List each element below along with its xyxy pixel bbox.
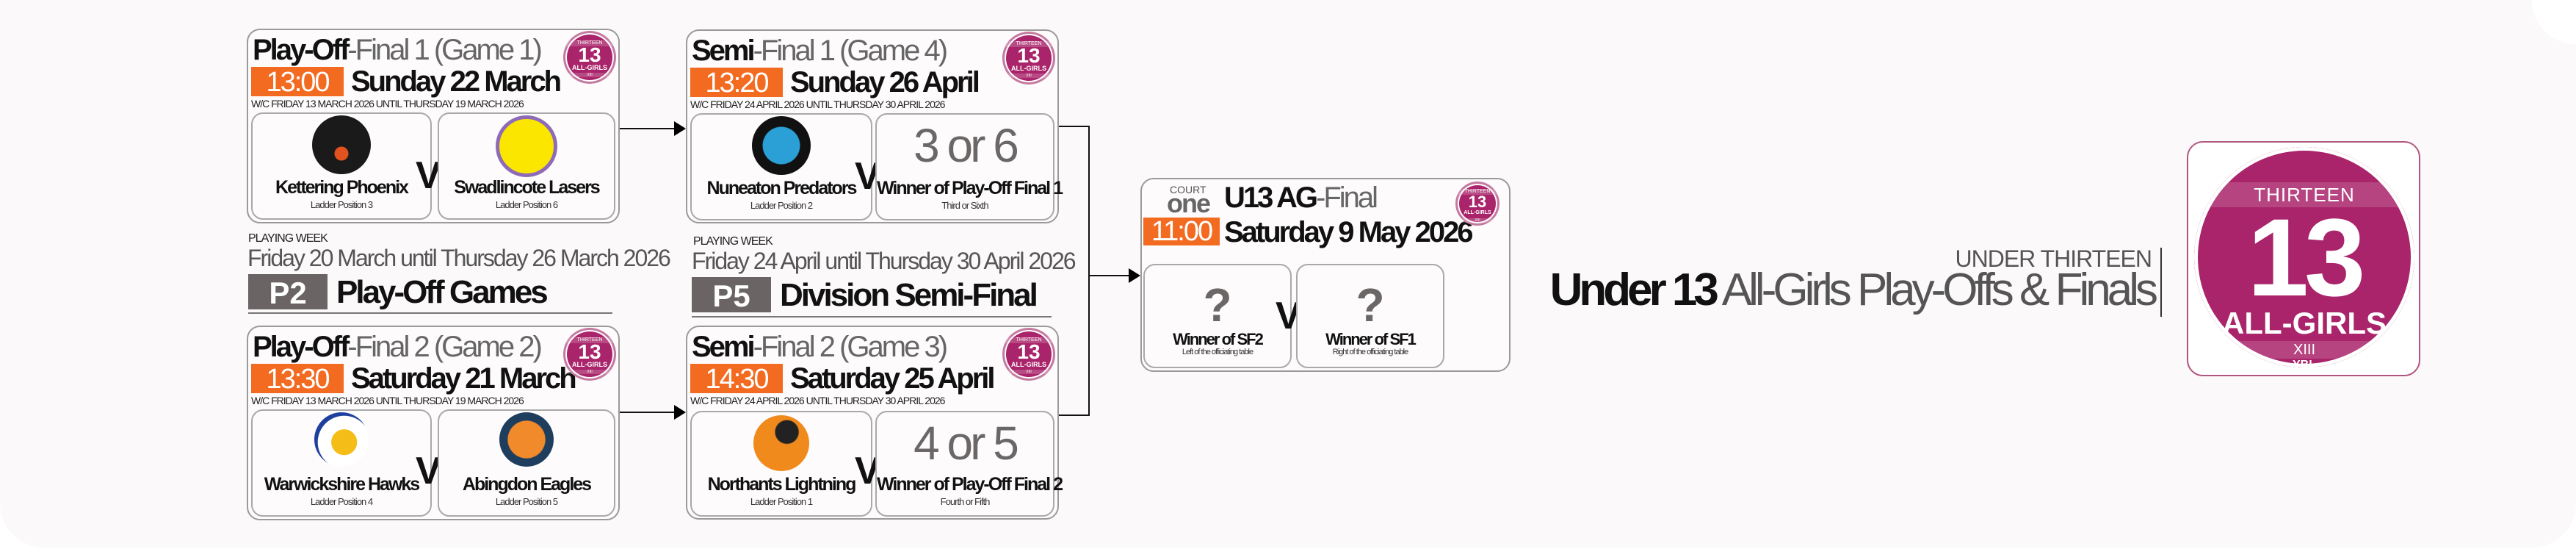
match-title: U13 AG-Final	[1224, 182, 1378, 214]
page-title: Under 13 All-Girls Play-Offs & Finals	[1549, 265, 2158, 315]
week-commencing: W/C FRIDAY 13 MARCH 2026 UNTIL THURSDAY …	[251, 98, 524, 110]
week-code: P5	[692, 277, 771, 313]
kettering-phoenix-logo-icon	[312, 115, 371, 174]
match-card-semi-final-2[interactable]: Semi-Final 2 (Game 3) 14:30 Saturday 25 …	[686, 326, 1063, 520]
playing-week-range: Friday 24 April until Thursday 30 April …	[692, 248, 1077, 274]
home-team[interactable]: Northants Lightning Ladder Position 1	[690, 411, 872, 517]
header-divider	[2160, 248, 2162, 317]
week-name: Play-Off Games	[336, 274, 549, 310]
match-time: 13:00	[251, 67, 344, 98]
home-team[interactable]: ? Winner of SF2 Left of the officiating …	[1143, 264, 1292, 368]
match-title: Play-Off-Final 1 (Game 1)	[253, 34, 543, 66]
match-time: 13:20	[690, 68, 783, 98]
home-team[interactable]: Nuneaton Predators Ladder Position 2	[690, 113, 872, 220]
away-team[interactable]: 3 or 6 Winner of Play-Off Final 1 Third …	[875, 113, 1063, 220]
connector-line	[1059, 126, 1090, 127]
division-logo-card: THIRTEEN 13 ALL-GIRLS XIII YBL	[2187, 141, 2420, 376]
match-title: Semi-Final 2 (Game 3)	[692, 331, 948, 363]
header-subtitle: UNDER THIRTEEN	[1955, 245, 2152, 272]
match-date: Sunday 26 April	[790, 66, 980, 98]
away-team[interactable]: Abingdon Eagles Ladder Position 5	[438, 409, 615, 517]
away-team[interactable]: 4 or 5 Winner of Play-Off Final 2 Fourth…	[875, 411, 1063, 517]
away-team[interactable]: Swadlincote Lasers Ladder Position 6	[438, 112, 615, 220]
unknown-team-icon: ?	[1356, 279, 1385, 331]
playing-week-range: Friday 20 March until Thursday 26 March …	[247, 245, 671, 271]
match-time: 14:30	[690, 364, 783, 395]
unknown-team-icon: ?	[1203, 279, 1232, 331]
connector-line	[620, 412, 674, 413]
playing-week-label: PLAYING WEEK	[248, 232, 328, 245]
match-time: 11:00	[1143, 218, 1220, 245]
match-time: 13:30	[251, 364, 344, 395]
connector-line	[1059, 415, 1090, 416]
connector-line	[1088, 126, 1090, 416]
court-number: one	[1167, 188, 1211, 218]
week-name: Division Semi-Final	[780, 277, 1038, 313]
swadlincote-lasers-logo-icon	[496, 115, 557, 177]
match-card-semi-final-1[interactable]: Semi-Final 1 (Game 4) 13:20 Sunday 26 Ap…	[686, 29, 1063, 223]
arrow-right-icon	[674, 405, 686, 420]
playing-week-label: PLAYING WEEK	[693, 235, 773, 248]
seed-placeholder: 4 or 5	[913, 417, 1019, 470]
divider	[692, 316, 1052, 317]
match-date: Saturday 25 April	[790, 362, 996, 395]
match-title: Play-Off-Final 2 (Game 2)	[253, 331, 543, 363]
all-girls-13-logo-icon: THIRTEEN 13 ALL-GIRLS XIII YBL	[2194, 147, 2414, 371]
match-date: Saturday 9 May 2026	[1224, 216, 1474, 248]
away-team[interactable]: ? Winner of SF1 Right of the officiating…	[1296, 264, 1444, 368]
northants-lightning-logo-icon	[753, 415, 809, 471]
seed-placeholder: 3 or 6	[913, 119, 1019, 172]
week-commencing: W/C FRIDAY 24 APRIL 2026 UNTIL THURSDAY …	[690, 395, 945, 406]
week-code: P2	[248, 274, 328, 310]
week-commencing: W/C FRIDAY 24 APRIL 2026 UNTIL THURSDAY …	[690, 98, 945, 110]
abingdon-eagles-logo-icon	[499, 412, 554, 467]
warwickshire-hawks-logo-icon	[314, 412, 369, 467]
connector-line	[1088, 275, 1129, 276]
match-date: Saturday 21 March	[351, 362, 577, 395]
week-commencing: W/C FRIDAY 13 MARCH 2026 UNTIL THURSDAY …	[251, 395, 524, 406]
match-card-final[interactable]: COURT one 11:00 U13 AG-Final Saturday 9 …	[1140, 178, 1510, 372]
match-card-playoff-final-2[interactable]: Play-Off-Final 2 (Game 2) 13:30 Saturday…	[247, 326, 620, 520]
match-title: Semi-Final 1 (Game 4)	[692, 35, 948, 67]
match-card-playoff-final-1[interactable]: Play-Off-Final 1 (Game 1) 13:00 Sunday 2…	[247, 29, 620, 223]
home-team[interactable]: Warwickshire Hawks Ladder Position 4	[251, 409, 432, 517]
match-date: Sunday 22 March	[351, 65, 562, 98]
arrow-right-icon	[1129, 268, 1140, 283]
arrow-right-icon	[674, 121, 686, 136]
connector-line	[620, 128, 674, 129]
home-team[interactable]: Kettering Phoenix Ladder Position 3	[251, 112, 432, 220]
court-label: COURT	[1170, 184, 1206, 195]
divider	[248, 312, 612, 314]
nuneaton-predators-logo-icon	[752, 116, 811, 175]
